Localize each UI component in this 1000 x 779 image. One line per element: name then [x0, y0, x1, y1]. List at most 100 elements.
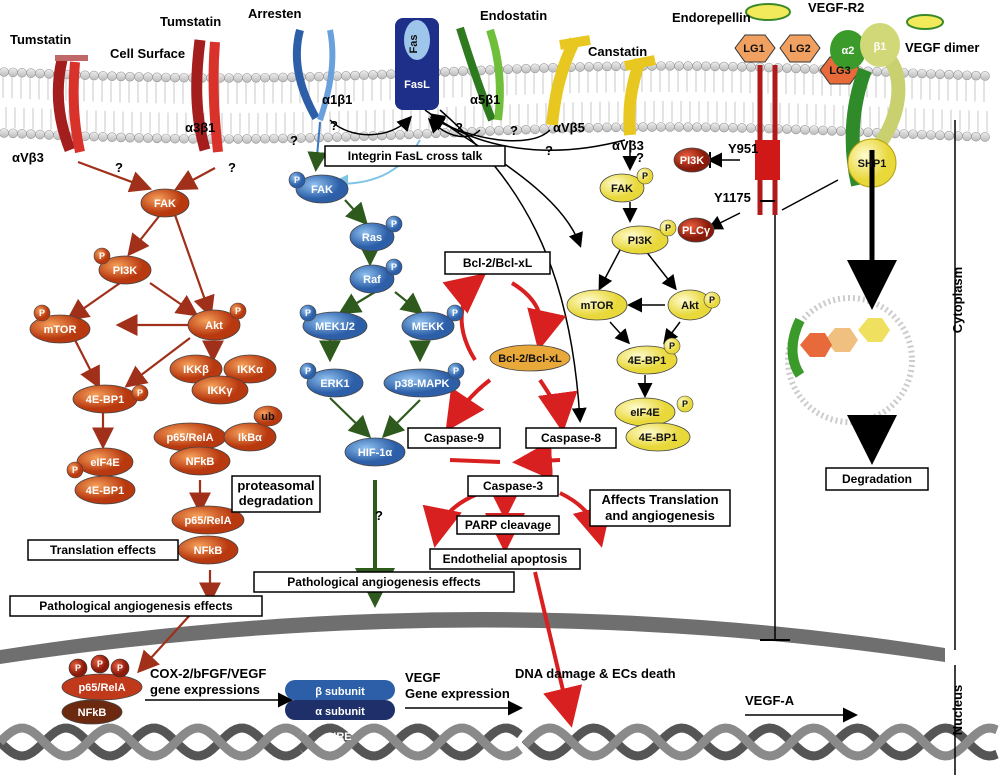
node-ikkb-label: IKKβ — [183, 364, 209, 376]
label-arresten: Arresten — [248, 6, 302, 21]
label-proteasomal-line: proteasomal — [237, 478, 314, 493]
degradation-vesicle — [785, 295, 915, 425]
phospho-label: P — [39, 308, 45, 318]
node-hif1a-label: HIF-1α — [358, 447, 393, 459]
arrow — [559, 491, 612, 548]
arrow — [439, 109, 587, 423]
label-vegf-dimer: VEGF dimer — [905, 40, 979, 55]
affects-box — [589, 489, 731, 527]
label-patho-left: Pathological angiogenesis effects — [39, 599, 233, 613]
label-bcl-box: Bcl-2/Bcl-xL — [463, 256, 532, 270]
phospho-label: P — [665, 223, 671, 233]
node-4ebp1-left-label: 4E-BP1 — [86, 394, 125, 406]
label-avb3-right: αVβ3 — [612, 138, 644, 153]
label-lg1: LG1 — [743, 43, 764, 55]
label-endothelial-apoptosis: Endothelial apoptosis — [443, 552, 568, 566]
arrow — [424, 109, 583, 248]
arrow — [173, 214, 215, 319]
arrow — [381, 399, 421, 439]
node-ikkg-label: IKKγ — [207, 385, 233, 397]
node-pi3k-vegfr: PI3K — [673, 147, 711, 173]
nuclear-envelope — [0, 611, 945, 664]
node-p65-relA: p65/RelA — [153, 422, 227, 452]
node-mtor-right: mTOR — [566, 289, 628, 321]
arrows-layer — [66, 109, 956, 775]
label-caspase-8: Caspase-8 — [541, 431, 601, 445]
canstatin-receptor-avb5 — [546, 35, 591, 126]
label-endostatin: Endostatin — [480, 8, 547, 23]
node-fak-left: FAK — [140, 188, 190, 218]
label-caspase-8-box — [525, 427, 617, 449]
alpha-subunit-shape — [285, 700, 395, 720]
label-tumstatin-right: Tumstatin — [160, 14, 221, 29]
label-dna-damage: DNA damage & ECs death — [515, 666, 676, 681]
dna-strands — [0, 723, 999, 761]
label-integrin-fasl-crosstalk-box — [324, 145, 506, 167]
node-4ebp1-right-label: 4E-BP1 — [628, 355, 667, 367]
phospho-label: P — [75, 663, 81, 673]
arrow — [77, 160, 153, 193]
label-patho-mid-box — [253, 571, 515, 593]
label-translation-effects: Translation effects — [50, 543, 156, 557]
node-pi3k-right: PI3K P — [611, 219, 677, 255]
vegf-ligand-top — [745, 3, 791, 21]
arrow — [329, 115, 413, 136]
arrow — [510, 281, 567, 351]
phospho-label: P — [137, 388, 143, 398]
arrow — [307, 121, 328, 172]
node-pi3k-right-label: PI3K — [628, 235, 653, 247]
node-nfkb-label: NFkB — [186, 456, 215, 468]
label-affects-line: Affects Translation — [601, 492, 718, 507]
phospho-label: P — [453, 366, 459, 376]
label-nucleus: Nucleus — [950, 685, 965, 736]
node-pi3k-vegfr-label: PI3K — [680, 155, 705, 167]
label-a3b1: α3β1 — [185, 120, 215, 135]
node-erk1-label: ERK1 — [320, 378, 349, 390]
label-caspase-3: Caspase-3 — [483, 479, 543, 493]
label-translation-effects-box — [27, 539, 179, 561]
node-4ebp1b-left: 4E-BP1 — [74, 475, 136, 505]
tumstatin-receptor-left — [52, 55, 88, 154]
phospho-label: P — [452, 308, 458, 318]
node-nfkb2: NFkB — [177, 535, 239, 565]
phospho-nuclear: P — [68, 658, 88, 678]
arrow — [442, 272, 487, 362]
label-caspase-3-box — [467, 475, 559, 497]
label-beta-subunit: β subunit — [315, 686, 365, 698]
node-p65-nuclear-label: p65/RelA — [78, 682, 125, 694]
node-nfkb2-label: NFkB — [194, 545, 223, 557]
label-hre: HRE — [328, 731, 351, 743]
question-mark-0: ? — [115, 160, 123, 175]
node-nfkb: NFkB — [169, 446, 231, 476]
label-endothelial-apoptosis-box — [429, 548, 581, 570]
label-bcl-box-box — [444, 251, 551, 275]
arrow — [663, 321, 681, 345]
node-eif4e-right-label: eIF4E — [630, 407, 659, 419]
node-raf-label: Raf — [363, 274, 381, 286]
node-mek12-label: MEK1/2 — [315, 321, 355, 333]
tumstatin-receptor-right — [191, 39, 223, 153]
arrow — [127, 214, 161, 257]
arrow — [707, 212, 741, 230]
label-parp-cleavage-box — [456, 515, 560, 535]
node-akt-right-label: Akt — [681, 300, 699, 312]
label-fas: Fas — [408, 35, 420, 54]
arrow — [329, 397, 372, 439]
node-ras-label: Ras — [362, 232, 382, 244]
label-shp1: SHP1 — [858, 158, 887, 170]
beta-subunit-shape — [285, 680, 395, 700]
label-patho-left-box — [9, 595, 263, 617]
question-mark-8: ? — [375, 508, 383, 523]
proteasomal-box — [231, 475, 321, 513]
phospho-label: P — [669, 341, 675, 351]
node-4ebp1b-left-label: 4E-BP1 — [86, 485, 125, 497]
phospho-nuclear: P — [90, 654, 110, 674]
